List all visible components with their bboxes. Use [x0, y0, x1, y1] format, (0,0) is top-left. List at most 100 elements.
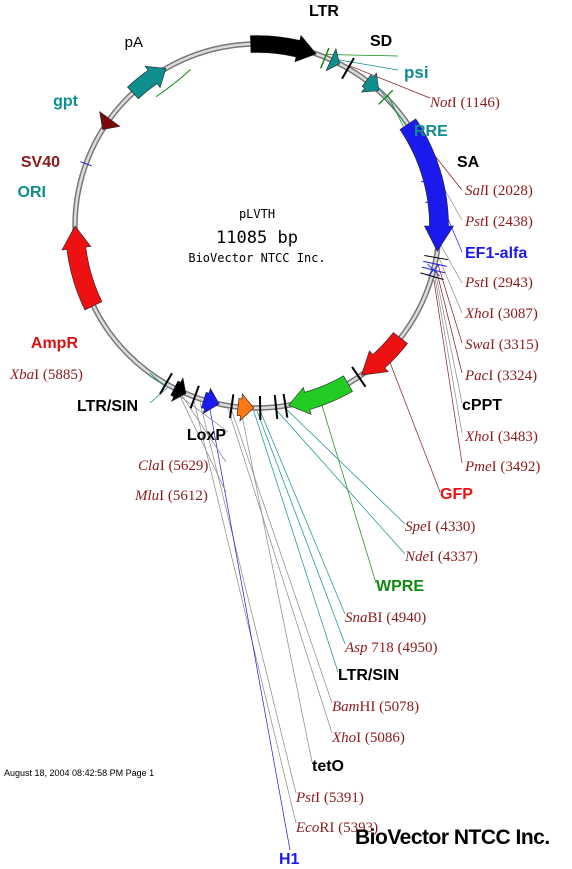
- site-enzyme-pme1: Pme: [464, 459, 492, 475]
- lead-xba1: [149, 372, 165, 387]
- site-pos-spe1: (4330): [432, 519, 476, 535]
- site-label-swa1: SwaI (3315): [465, 337, 539, 353]
- site-pos-ecor1: (5393): [334, 820, 378, 836]
- arc-ampr: [61, 225, 103, 311]
- site-suffix-sal1: I: [484, 183, 489, 199]
- site-suffix-snab1: BI: [368, 610, 383, 626]
- arc-psi: [325, 47, 340, 72]
- lead-cla1: [181, 394, 227, 463]
- feature-label-gfp: GFP: [440, 486, 473, 503]
- lead-ltrsin2: [149, 387, 168, 404]
- site-pos-pme1: (3492): [497, 459, 541, 475]
- feature-label-ltrsin2: LTR/SIN: [77, 398, 138, 415]
- tick-pst2: [425, 198, 448, 203]
- lead-cppt: [435, 273, 463, 404]
- site-suffix-swa1: I: [490, 337, 495, 353]
- site-label-sal1: SalI (2028): [465, 183, 533, 199]
- site-suffix-cla1: I: [160, 458, 165, 474]
- site-pos-xba1: (5885): [39, 367, 83, 383]
- site-suffix-xho1c: I: [356, 730, 361, 746]
- site-label-not1: NotI (1146): [429, 95, 500, 111]
- leader-lines: [149, 54, 463, 851]
- arc-wpre: [288, 375, 353, 415]
- site-pos-swa1: (3315): [495, 337, 539, 353]
- lead-ecor1: [193, 399, 297, 824]
- lead-teto: [240, 410, 313, 763]
- arc-sv40: [99, 111, 121, 130]
- site-label-xho1a: XhoI (3087): [464, 306, 538, 322]
- site-label-pme1: PmeI (3492): [464, 459, 540, 475]
- site-suffix-mlu1: I: [159, 488, 164, 504]
- lead-h1: [208, 404, 291, 851]
- site-suffix-asp718: 718: [368, 640, 394, 656]
- lead-bamh1: [230, 409, 333, 704]
- tick-bam: [229, 394, 235, 419]
- site-suffix-pme1: I: [492, 459, 497, 475]
- site-enzyme-cla1: Cla: [138, 458, 160, 474]
- site-suffix-xba1: I: [34, 367, 39, 383]
- lead-xho1a: [438, 257, 463, 314]
- site-label-xho1b: XhoI (3483): [464, 429, 538, 445]
- feature-label-ltr: LTR: [309, 3, 339, 20]
- site-enzyme-spe1: Spe: [405, 519, 427, 535]
- site-pos-xho1c: (5086): [361, 730, 405, 746]
- site-pos-snab1: (4940): [383, 610, 427, 626]
- site-suffix-spe1: I: [427, 519, 432, 535]
- site-pos-nde1: (4337): [434, 549, 478, 565]
- lead-not1: [349, 65, 431, 99]
- pa-mark: [155, 69, 191, 98]
- site-enzyme-nde1: Nde: [404, 549, 430, 565]
- lead-nde1: [276, 409, 406, 555]
- site-label-xho1c: XhoI (5086): [331, 730, 405, 746]
- site-enzyme-swa1: Swa: [465, 337, 490, 353]
- tick-spe: [282, 393, 289, 418]
- lead-asp718: [256, 410, 346, 645]
- feature-label-ampr: AmpR: [31, 335, 79, 352]
- feature-label-ori: ORI: [18, 184, 46, 201]
- site-enzyme-pst1c: Pst: [295, 790, 316, 806]
- lead-loxp: [172, 390, 229, 433]
- lead-rre: [375, 84, 411, 131]
- site-pos-not1: (1146): [457, 95, 500, 111]
- site-pos-mlu1: (5612): [164, 488, 208, 504]
- labels: LTRSDpsiRRESAEF1-alfacPPTGFPWPRELTR/SINt…: [9, 3, 540, 868]
- arc-ltr: [250, 34, 317, 63]
- site-label-bamh1: BamHI (5078): [332, 699, 419, 715]
- site-enzyme-xba1: Xba: [9, 367, 34, 383]
- arc-teto: [236, 393, 255, 422]
- site-label-pst1c: PstI (5391): [295, 790, 364, 806]
- feature-label-sd: SD: [370, 33, 392, 50]
- site-ticks: [80, 47, 449, 420]
- tick-xba: [159, 372, 173, 395]
- lead-pst1c: [199, 401, 297, 794]
- site-suffix-pst1b: I: [484, 275, 489, 291]
- site-pos-pac1: (3324): [493, 368, 537, 384]
- site-suffix-bamh1: HI: [360, 699, 376, 715]
- site-label-snab1: SnaBI (4940): [345, 610, 426, 626]
- footer-date: August 18, 2004 08:42:58 PM Page 1: [4, 768, 155, 778]
- site-label-xba1: XbaI (5885): [9, 367, 83, 383]
- feature-label-cppt: cPPT: [462, 397, 502, 414]
- feature-label-sa: SA: [457, 154, 480, 171]
- tick-cppt: [351, 366, 367, 388]
- arc-ef1: [399, 118, 455, 252]
- arc-h1: [201, 387, 220, 415]
- site-suffix-pac1: I: [488, 368, 493, 384]
- feature-label-wpre: WPRE: [376, 578, 424, 595]
- site-label-ecor1: EcoRI (5393): [295, 820, 378, 836]
- tick-xho2: [420, 272, 444, 280]
- site-suffix-ecor1: RI: [319, 820, 334, 836]
- lead-wpre: [319, 399, 377, 584]
- lead-snab1: [259, 410, 346, 615]
- site-enzyme-xho1c: Xho: [331, 730, 357, 746]
- site-label-nde1: NdeI (4337): [404, 549, 478, 565]
- brand-logo-text: BioVector NTCC Inc.: [355, 826, 550, 849]
- site-pos-pst1c: (5391): [320, 790, 364, 806]
- site-pos-cla1: (5629): [165, 458, 209, 474]
- lead-xho1c: [227, 408, 333, 734]
- lead-sd: [326, 54, 399, 57]
- plasmid-size: 11085 bp: [216, 228, 298, 248]
- feature-label-sv40: SV40: [21, 154, 60, 171]
- site-enzyme-pst1a: Pst: [464, 214, 485, 230]
